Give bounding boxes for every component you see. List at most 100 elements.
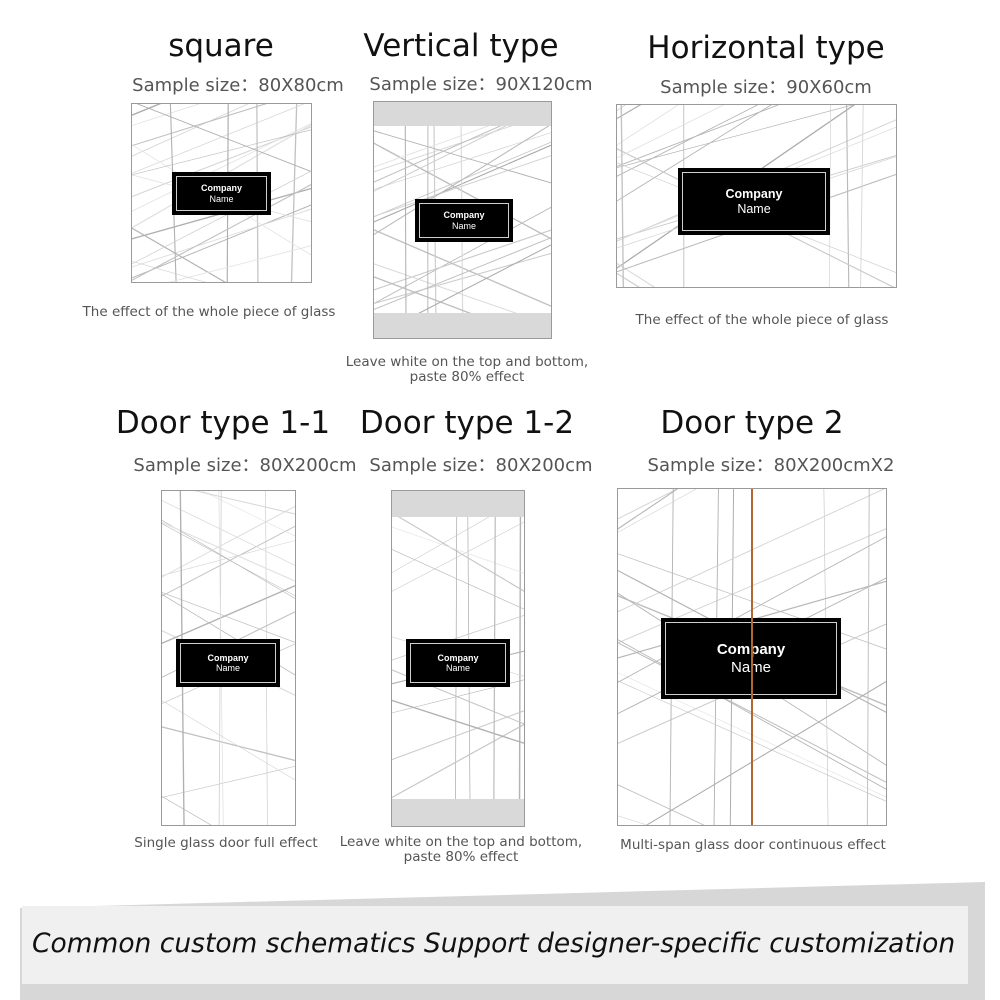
glass-pattern-line [617,105,725,159]
glass-pattern-line [617,286,896,287]
glass-pattern-line [193,491,295,515]
glass-pattern-line [617,105,854,169]
glass-pattern-line [617,105,679,146]
door2-size: Sample size：80X200cmX2 [647,455,895,476]
glass-pattern-line [617,286,896,287]
logo-company-text: Company [437,652,479,663]
logo-name-text: Name [445,663,470,673]
glass-pattern-line [132,104,162,116]
glass-pattern-line [132,170,311,265]
door12-caption: Leave white on the top and bottom,paste … [339,834,583,865]
glass-pattern-line [162,525,295,597]
glass-pattern-line [620,105,624,287]
glass-pattern-line [132,104,249,157]
glass-pattern-line [617,105,759,177]
glass-pattern-line [829,105,831,287]
glass-pattern-line [404,102,407,338]
glass-pattern-line [162,584,295,645]
glass-pattern-line [617,105,780,167]
logo-company-text: Company [443,210,485,221]
glass-pattern-line [162,523,295,597]
door12-top-band [392,491,524,517]
glass-pattern-line [162,796,212,825]
glass-pattern-line [617,272,640,287]
glass-pattern-line [162,540,295,576]
door-seam-divider [751,489,753,825]
glass-pattern-line [168,245,311,282]
glass-pattern-line [860,105,864,287]
door12-bottom-band [392,799,524,826]
logo-name-text: Name [215,663,240,673]
logo-company-text: Company [725,187,783,202]
glass-pattern-line [392,521,524,592]
glass-pattern-line [132,104,305,174]
glass-pattern-line [617,105,772,202]
glass-pattern-line [132,184,311,281]
door11-caption: Single glass door full effect [134,835,318,851]
glass-pattern-line [132,104,200,126]
glass-pattern-line [162,593,295,676]
glass-pattern-line [374,142,551,240]
glass-pattern-line [374,155,551,217]
glass-pattern-line [618,489,697,533]
logo-name-text: Name [737,201,771,216]
glass-pattern-line [132,123,311,212]
door12-size: Sample size：80X200cm [369,455,593,476]
glass-pattern-line [392,512,524,592]
glass-pattern-line [374,130,551,184]
glass-pattern-line [392,549,524,610]
glass-pattern-line [617,105,626,112]
door11-size: Sample size：80X200cm [133,455,357,476]
square-size: Sample size：80X80cm [132,75,344,96]
glass-pattern-line [132,227,226,282]
horizontal-title: Horizontal type [647,30,885,66]
glass-pattern-line [132,104,267,147]
door2-caption: Multi-span glass door continuous effect [620,837,886,853]
glass-pattern-line [617,262,656,287]
glass-pattern-line [132,208,311,268]
square-title: square [168,28,274,64]
glass-pattern-line [162,592,295,643]
glass-pattern-line [392,723,524,799]
glass-pattern-line [392,526,524,574]
square-caption: The effect of the whole piece of glass [82,304,336,320]
glass-pattern-line [866,489,870,825]
vertical-size: Sample size：90X120cm [369,74,593,95]
glass-pattern-line [618,489,679,520]
horizontal-caption: The effect of the whole piece of glass [635,312,889,328]
glass-pattern-line [162,766,295,798]
vertical-title: Vertical type [363,28,559,64]
vertical-top-band [374,102,551,126]
logo-company-text: Company [200,183,242,194]
glass-pattern-line [392,679,524,714]
glass-pattern-line [162,505,295,578]
glass-pattern-line [132,126,311,198]
door2-title: Door type 2 [660,405,844,441]
glass-pattern-line [162,700,295,781]
footer-banner [20,882,985,1000]
vertical-caption: Leave white on the top and bottom,paste … [345,354,589,385]
glass-pattern-line [162,500,295,566]
glass-pattern-line [132,129,311,176]
glass-pattern-line [374,144,551,223]
glass-pattern-line [201,491,295,537]
glass-pattern-line [618,784,705,825]
glass-pattern-line [162,521,295,582]
glass-pattern-line [392,669,524,725]
glass-pattern-line [136,104,311,172]
logo-name-text: Name [209,193,234,204]
glass-pattern-line [392,710,524,761]
glass-pattern-line [374,132,551,190]
logo-name-text: Name [731,659,771,676]
glass-pattern-line [374,123,551,236]
